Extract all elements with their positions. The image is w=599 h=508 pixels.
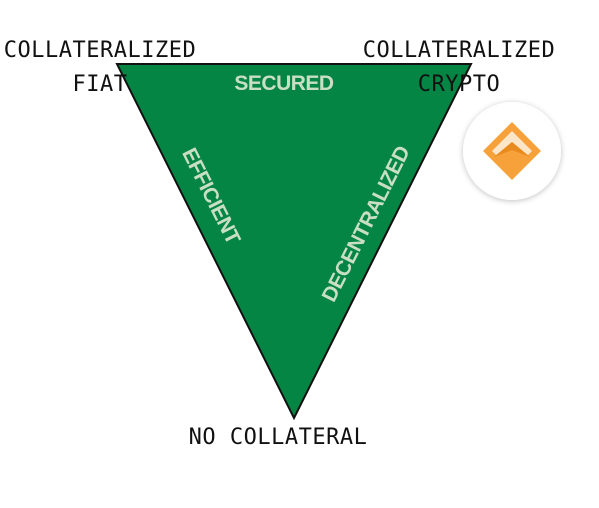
trilemma-triangle: [115, 63, 473, 421]
vertex-label-line: CRYPTO: [417, 72, 501, 97]
vertex-label-no-collateral: NO COLLATERAL: [180, 421, 376, 455]
edge-label-top: SECURED: [234, 72, 334, 95]
vertex-label-line: COLLATERALIZED: [3, 38, 197, 63]
vertex-label-line: FIAT: [72, 72, 128, 97]
vertex-label-line: NO COLLATERAL: [188, 425, 368, 450]
vertex-label-line: COLLATERALIZED: [362, 38, 556, 63]
vertex-label-collateralized-fiat: COLLATERALIZED FIAT: [0, 34, 200, 102]
dai-diamond-logo-icon: [463, 102, 561, 200]
vertex-label-collateralized-crypto: COLLATERALIZED CRYPTO: [356, 34, 562, 102]
